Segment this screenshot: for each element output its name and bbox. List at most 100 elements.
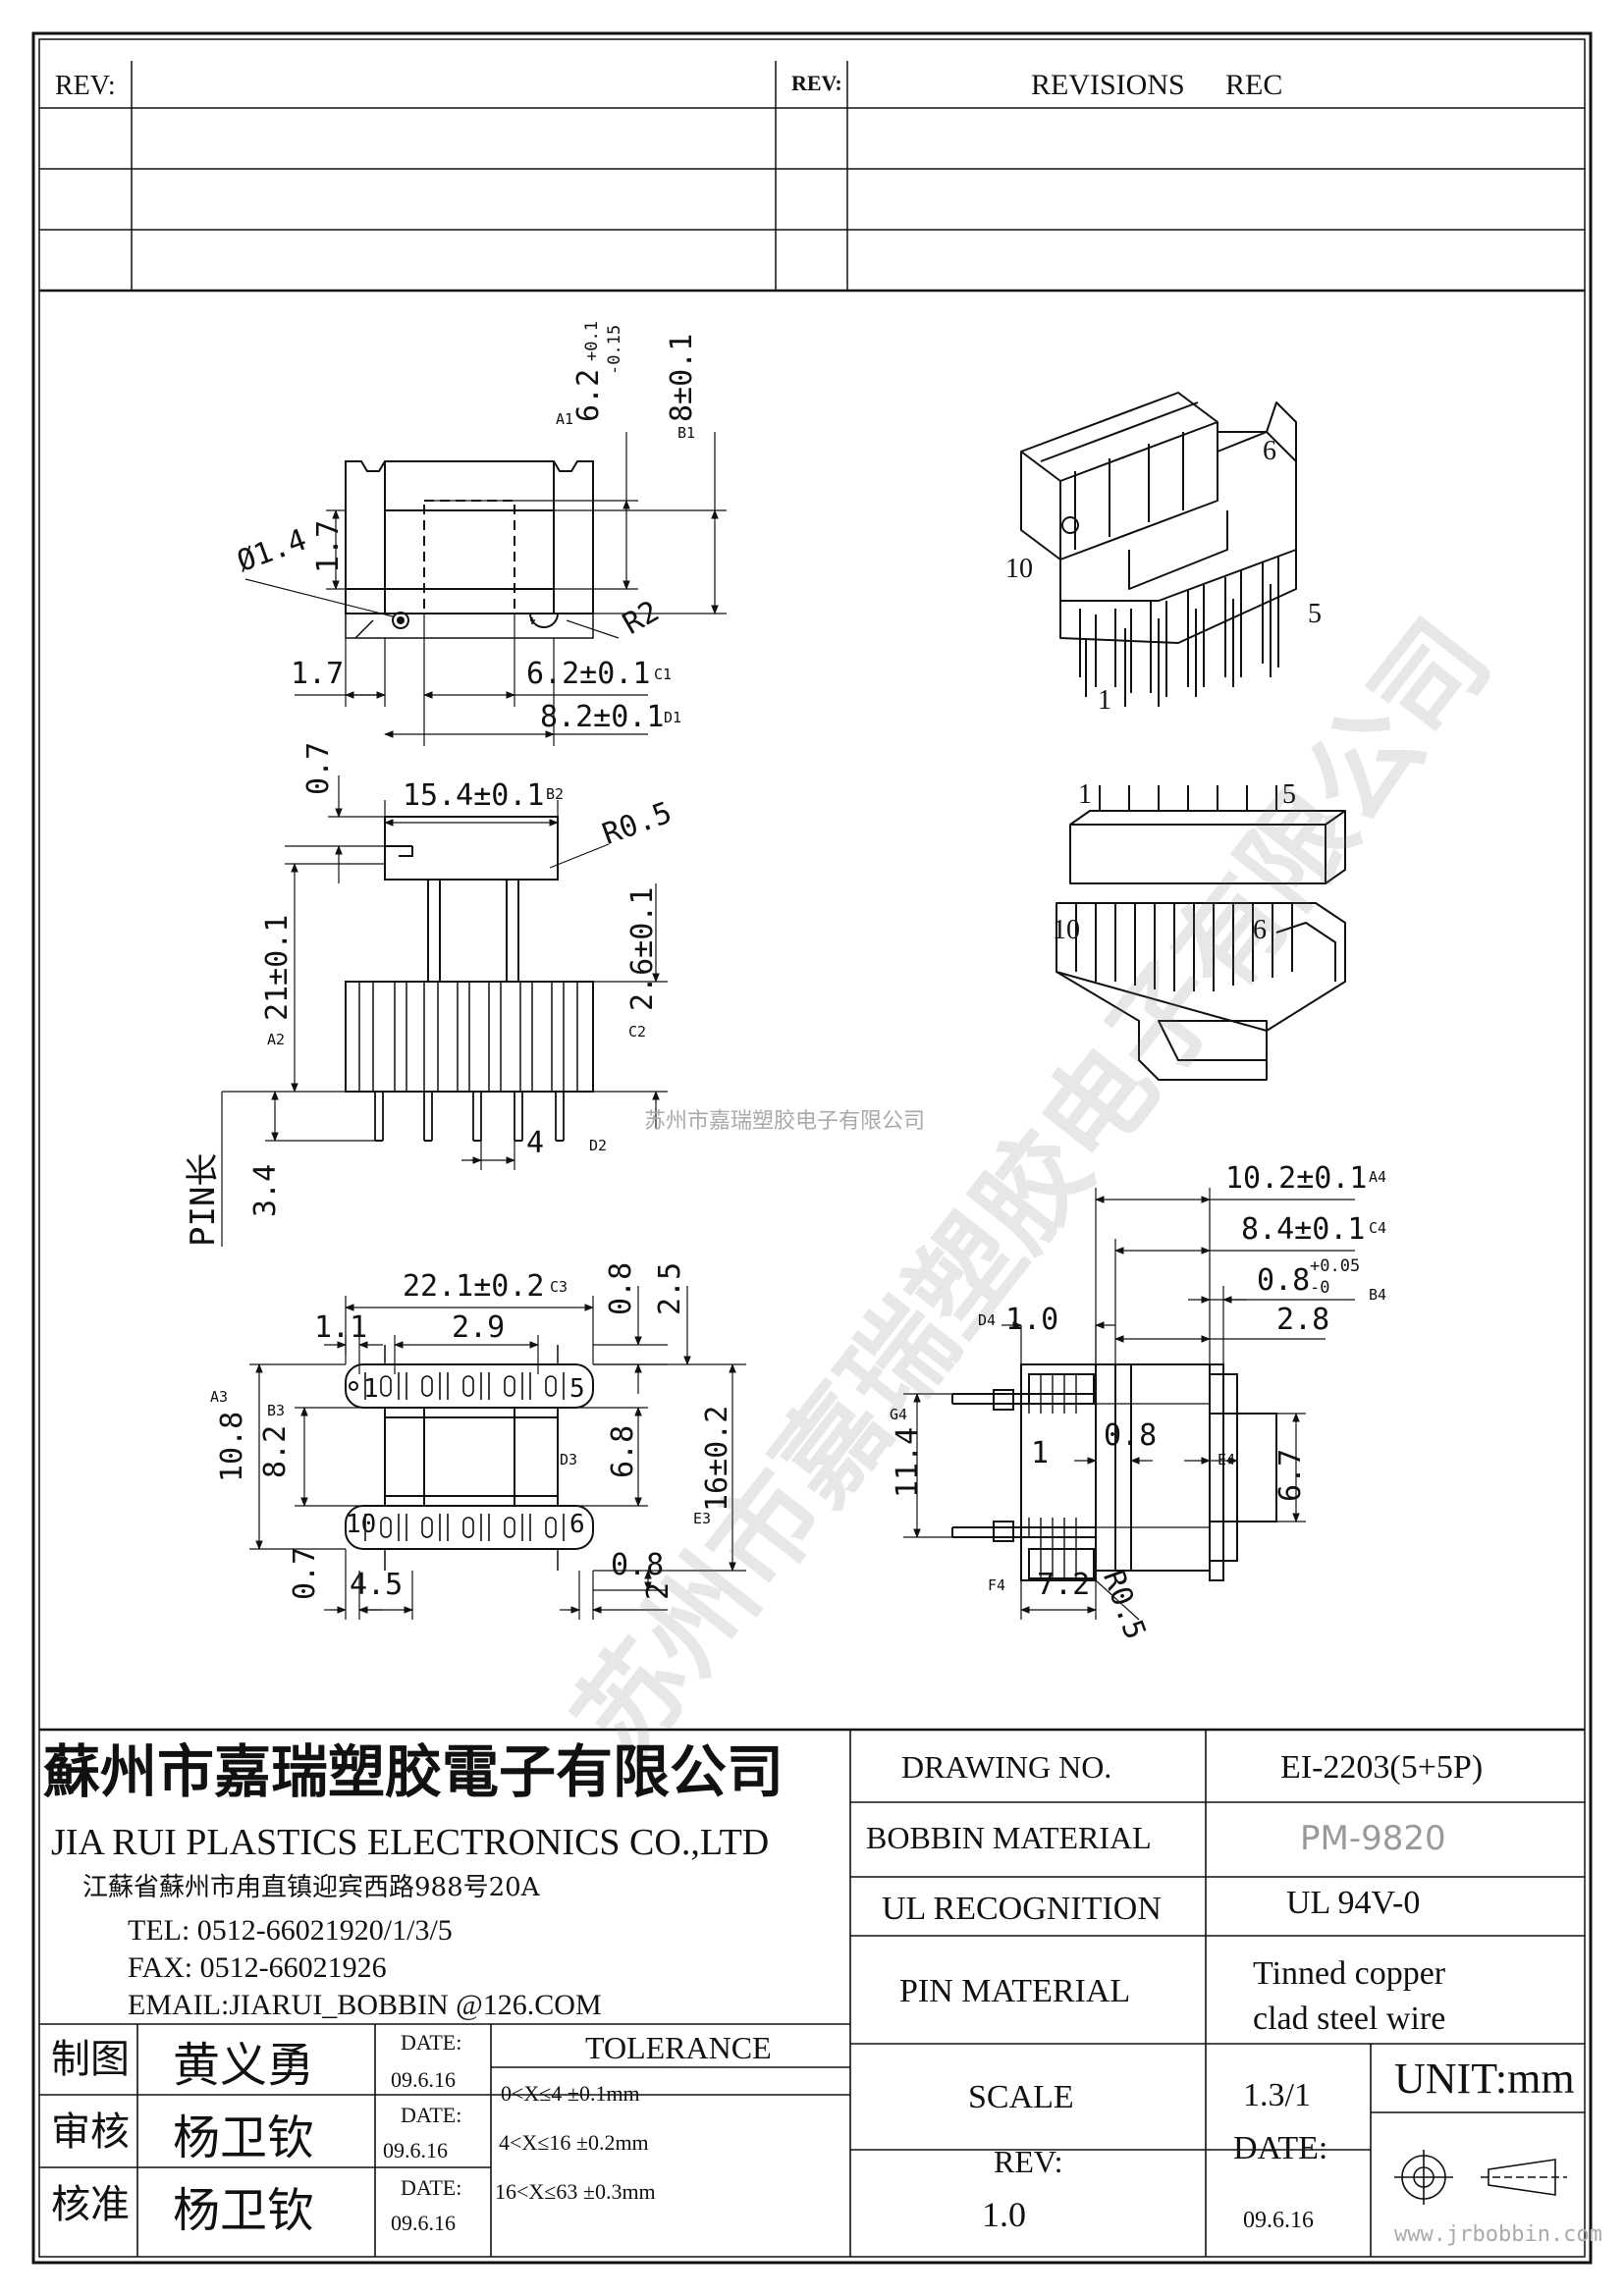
dim-08a: 0.8 xyxy=(604,1261,638,1315)
bottom-view xyxy=(345,1345,594,1571)
title-block-grid xyxy=(39,1728,1585,2257)
watermark-company: 苏州市嘉瑞塑胶电子有限公司 xyxy=(644,1109,926,1134)
dim-a1-tol-up: +0.1 xyxy=(582,321,602,361)
ref-d1: D1 xyxy=(664,709,682,726)
ref-f4: F4 xyxy=(988,1576,1006,1594)
watermark-site: www.jrbobbin.com xyxy=(1394,2222,1602,2247)
dim-07b: 0.7 xyxy=(288,1546,322,1600)
signoff-name-draw: 黄义勇 xyxy=(173,2038,315,2093)
isometric-view-top xyxy=(1020,392,1297,707)
rev-label: REV: xyxy=(994,2144,1063,2179)
dim-07: 0.7 xyxy=(301,741,336,795)
iso-bot-pin-10: 10 xyxy=(1053,915,1080,945)
signoff-role-review: 审核 xyxy=(51,2109,130,2155)
rev-label-left: REV: xyxy=(55,71,116,101)
company-tel: TEL: 0512-66021920/1/3/5 xyxy=(128,1914,453,1947)
dim-c3: 22.1±0.2 xyxy=(403,1269,545,1304)
dim-c4: 8.4±0.1 xyxy=(1241,1212,1366,1247)
revisions-label: REVISIONS xyxy=(1031,69,1185,101)
dim-a2: 21±0.1 xyxy=(260,914,295,1021)
dim-d3: 6.8 xyxy=(606,1424,640,1478)
tolerance-row-1: 0<X≤4 ±0.1mm xyxy=(501,2081,640,2106)
ref-d3: D3 xyxy=(560,1451,578,1468)
iso-bot-pin-1: 1 xyxy=(1078,779,1092,810)
ref-e4: E4 xyxy=(1218,1451,1236,1468)
iso-top-pin-1: 1 xyxy=(1098,685,1111,716)
ref-d2: D2 xyxy=(589,1137,608,1154)
front-view xyxy=(951,1363,1277,1581)
ref-c4: C4 xyxy=(1369,1219,1387,1237)
ref-b4: B4 xyxy=(1369,1286,1387,1304)
dim-g4: 11.4 xyxy=(891,1426,925,1498)
dim-b4: 0.8 xyxy=(1257,1263,1311,1298)
company-name-en: JIA RUI PLASTICS ELECTRONICS CO.,LTD xyxy=(51,1822,770,1863)
isometric-view-bottom xyxy=(1056,785,1346,1081)
signoff-datelabel-approve: DATE: xyxy=(401,2175,462,2200)
ref-a1: A1 xyxy=(556,410,574,428)
pin-material-value-1: Tinned copper xyxy=(1253,1955,1446,1992)
dim-72: 7.2 xyxy=(1037,1568,1091,1602)
pin-6: 6 xyxy=(569,1510,585,1539)
ul-recognition-value: UL 94V-0 xyxy=(1286,1885,1421,1921)
unit-label: UNIT:mm xyxy=(1394,2055,1575,2103)
scale-value: 1.3/1 xyxy=(1243,2077,1311,2113)
dim-29: 2.9 xyxy=(452,1310,506,1345)
dim-45: 4.5 xyxy=(350,1568,404,1602)
side-view-dims xyxy=(221,775,668,1247)
dim-pin-length: PIN长 xyxy=(184,1152,223,1247)
dim-c1: 6.2±0.1 xyxy=(526,657,651,691)
bobbin-material-value: PM-9820 xyxy=(1300,1819,1446,1858)
iso-bot-pin-6: 6 xyxy=(1253,915,1267,945)
iso-bot-pin-5: 5 xyxy=(1282,779,1296,810)
dim-b3: 8.2 xyxy=(258,1424,293,1478)
company-fax: FAX: 0512-66021926 xyxy=(128,1951,387,1984)
ref-a4: A4 xyxy=(1369,1168,1387,1186)
dim-4: 4 xyxy=(526,1126,545,1160)
ref-d4: D4 xyxy=(978,1311,997,1329)
front-view-dims xyxy=(903,1188,1355,1621)
signoff-role-draw: 制图 xyxy=(51,2037,130,2082)
signoff-date-approve: 09.6.16 xyxy=(391,2211,456,2235)
dim-67: 6.7 xyxy=(1273,1448,1308,1502)
dim-b1: 8±0.1 xyxy=(665,333,699,422)
ref-c1: C1 xyxy=(654,666,673,683)
dim-17h: 1.7 xyxy=(291,657,345,691)
pin-10: 10 xyxy=(346,1510,377,1539)
signoff-datelabel-draw: DATE: xyxy=(401,2030,462,2055)
pin-5: 5 xyxy=(569,1374,585,1404)
ref-e3: E3 xyxy=(693,1510,712,1527)
dim-08c: 0.8 xyxy=(1104,1418,1158,1453)
dim-a3: 10.8 xyxy=(215,1411,249,1482)
signoff-date-draw: 09.6.16 xyxy=(391,2067,456,2092)
company-address: 江蘇省蘇州市甪直镇迎宾西路988号20A xyxy=(82,1873,540,1902)
sheet-border xyxy=(31,31,1593,2265)
rev-label-right: REV: xyxy=(791,71,842,95)
ref-b2: B2 xyxy=(546,785,565,803)
dim-11: 1.1 xyxy=(314,1310,368,1345)
dim-c2: 2.6±0.1 xyxy=(625,886,660,1011)
dim-25: 2.5 xyxy=(653,1261,687,1315)
pin-material-label: PIN MATERIAL xyxy=(899,1973,1131,2009)
tolerance-label: TOLERANCE xyxy=(585,2030,772,2065)
scale-label: SCALE xyxy=(968,2079,1074,2115)
rev-value: 1.0 xyxy=(982,2195,1026,2234)
date-label: DATE: xyxy=(1233,2130,1328,2166)
pin-1: 1 xyxy=(363,1374,379,1404)
dim-e3: 16±0.2 xyxy=(700,1405,734,1512)
signoff-name-review: 杨卫钦 xyxy=(173,2110,315,2165)
dim-34: 3.4 xyxy=(248,1163,283,1217)
dim-a4: 10.2±0.1 xyxy=(1225,1161,1368,1196)
ref-g4: G4 xyxy=(890,1406,908,1423)
dim-08b: 0.8 xyxy=(611,1548,665,1582)
side-view xyxy=(345,816,594,1142)
iso-top-pin-10: 10 xyxy=(1005,554,1033,584)
ref-a2: A2 xyxy=(267,1031,286,1048)
signoff-role-approve: 核准 xyxy=(51,2182,130,2227)
signoff-datelabel-review: DATE: xyxy=(401,2103,462,2127)
bottom-view-dims xyxy=(249,1286,746,1620)
revision-grid xyxy=(39,61,1585,293)
iso-top-pin-6: 6 xyxy=(1263,436,1276,466)
ul-recognition-label: UL RECOGNITION xyxy=(882,1891,1162,1927)
